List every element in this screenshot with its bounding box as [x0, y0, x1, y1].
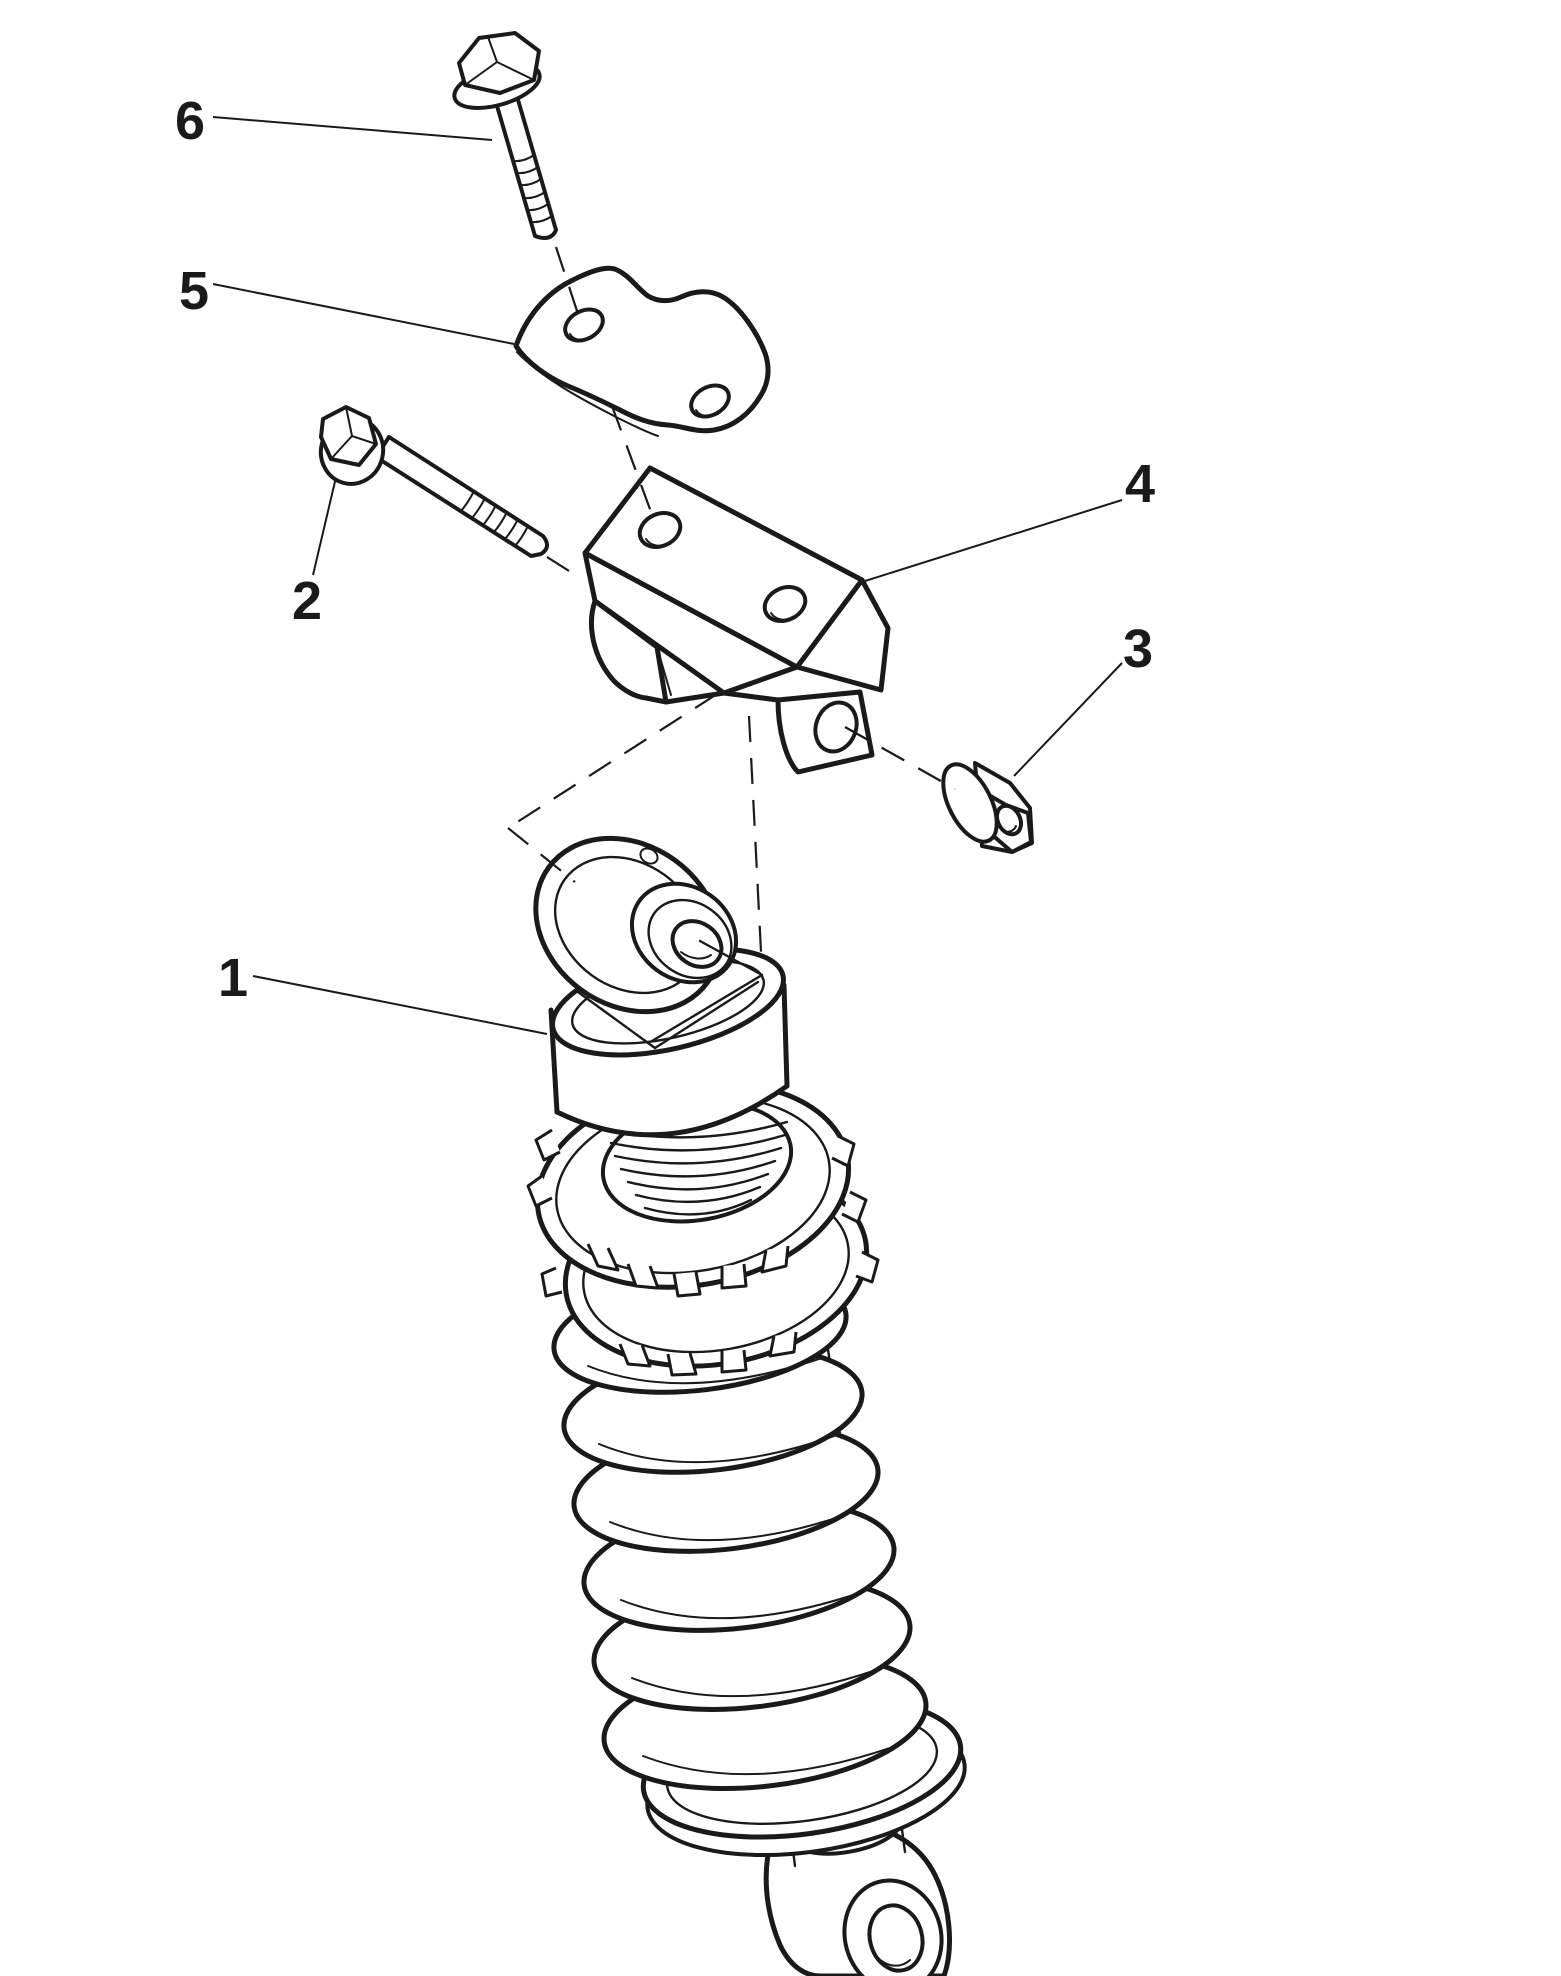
spring-coil-4-wire	[620, 1591, 863, 1620]
upper-cap-flat-left	[576, 990, 657, 1050]
lower-eye-hole-depth	[877, 1957, 911, 1967]
lock-ring-notch-1	[768, 1331, 798, 1358]
preload-ring-tab-left-2	[526, 1174, 553, 1208]
thread-line-3	[613, 1146, 783, 1165]
callout-label-6: 6	[175, 91, 205, 151]
bracket-clevis-join	[721, 690, 781, 703]
lock-ring-notch-2	[720, 1349, 748, 1374]
callout-label-3: 3	[1123, 619, 1153, 679]
leader-line-1	[252, 975, 548, 1035]
thread-line-2	[609, 1133, 787, 1152]
align-clevis-to-eye-right	[747, 715, 763, 953]
spring-coil-3-wire	[609, 1513, 849, 1542]
axis-bolt2-to-bracket	[546, 556, 578, 577]
plate-hole-1	[563, 307, 605, 343]
lower-eye-hole	[867, 1903, 925, 1973]
part-bolt-top	[452, 31, 558, 240]
align-clevis-to-eye-return	[507, 827, 576, 883]
bolt2-head-facet-2	[345, 406, 353, 437]
bolt6-threads	[512, 154, 553, 224]
bracket-top-hole-2-depth	[770, 612, 796, 621]
plate-outline	[513, 265, 771, 434]
preload-ring-tab-right-2	[841, 1190, 868, 1224]
bushing-sleeve	[647, 898, 733, 980]
bracket-clevis-notch	[656, 646, 672, 696]
align-clevis-to-eye-left	[507, 693, 718, 829]
axis-bracket-to-nut	[844, 726, 956, 790]
nut-hole-depth	[1001, 825, 1017, 833]
part-mount-bracket	[582, 465, 891, 775]
leader-line-5	[212, 283, 515, 345]
plate-hole-2	[689, 383, 731, 419]
thread-line-7	[643, 1198, 753, 1216]
part-flange-nut	[941, 761, 1034, 854]
leader-lines	[212, 116, 1123, 1035]
bolt2-threads	[460, 490, 529, 547]
preload-ring-notch-3	[672, 1271, 702, 1298]
leader-line-4	[864, 499, 1123, 582]
preload-ring-notch-2	[720, 1263, 748, 1290]
preload-ring-notch-4	[626, 1263, 660, 1290]
preload-ring-notch-5	[586, 1243, 620, 1272]
lock-ring-tab-left	[540, 1266, 563, 1298]
callout-label-1: 1	[218, 948, 248, 1008]
thread-line-5	[626, 1172, 770, 1191]
spring-coil-5-wire	[631, 1669, 877, 1698]
leader-line-6	[212, 116, 493, 141]
leader-line-3	[1013, 662, 1123, 777]
callout-label-2: 2	[292, 571, 322, 631]
bolt2-head	[319, 405, 378, 467]
axis-bolt6-to-plate	[554, 246, 580, 315]
part-retainer-plate	[513, 265, 771, 437]
part-shock-absorber	[526, 835, 967, 1976]
bolt6-head-facet-2	[487, 36, 498, 63]
axis-plate-to-bracket	[610, 405, 656, 521]
upper-eye	[533, 835, 764, 1043]
eye-wedge-lower	[650, 973, 764, 1043]
upper-cap-bottom	[554, 1083, 790, 1138]
bracket-clevis-hole	[813, 700, 859, 754]
spring-coil-6-wire	[642, 1747, 891, 1776]
plate-thickness-edge	[516, 351, 659, 437]
bushing-bore-depth	[680, 951, 712, 960]
callout-label-4: 4	[1125, 454, 1155, 514]
thread-line-4	[619, 1159, 777, 1178]
nut-flange	[941, 762, 999, 844]
lock-ring-tab-right	[855, 1250, 880, 1284]
callout-labels: 6 5 2 4 3 1	[175, 91, 1155, 1008]
upper-cap-flat-right	[653, 980, 760, 1050]
preload-ring-notch-1	[760, 1245, 790, 1274]
alignment-lines	[507, 246, 956, 953]
leader-line-2	[312, 472, 338, 576]
bracket-top-hole-1-depth	[645, 538, 671, 547]
plate-hole-2-depth	[695, 409, 719, 418]
bolt2-shaft	[374, 435, 549, 558]
spring-coil-1-wire	[587, 1357, 823, 1385]
lock-ring-notch-3	[666, 1352, 698, 1377]
callout-label-5: 5	[179, 261, 209, 321]
bleed-hole	[639, 847, 659, 865]
preload-ring-tab-right-1	[831, 1134, 856, 1168]
bolt6-shaft	[493, 91, 558, 240]
bracket-clevis-left-prong	[589, 598, 669, 705]
plate-hole-1-depth	[569, 333, 593, 342]
lock-ring-notch-4	[618, 1343, 652, 1368]
preload-ring-tab-left-1	[534, 1128, 561, 1162]
upper-cap-right-edge	[781, 982, 790, 1089]
thread-line-6	[634, 1185, 762, 1204]
part-bolt-front	[318, 405, 549, 558]
spring-coil-2-wire	[598, 1435, 835, 1464]
eye-wedge-upper	[698, 939, 764, 977]
